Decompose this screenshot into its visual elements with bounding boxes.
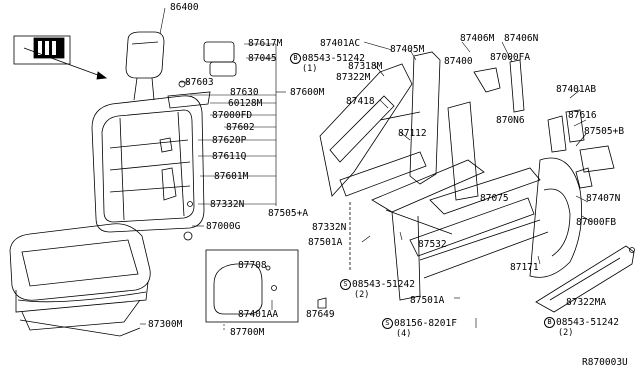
seat-back-drawing [91, 95, 205, 233]
seat-frame-drawing [319, 51, 615, 301]
callout-86400: 86400 [170, 2, 199, 13]
callout-87332N-left: 87332N [210, 199, 245, 210]
screw-symbol-icon: S [382, 318, 393, 329]
callout-87603: 87603 [185, 77, 214, 88]
side-trim-drawing [535, 245, 635, 313]
callout-08543-top-num: 08543-51242 [302, 53, 365, 64]
callout-87611Q: 87611Q [212, 151, 247, 162]
callout-870N6: 870N6 [496, 115, 525, 126]
callout-87300M: 87300M [148, 319, 183, 330]
bolt-symbol-icon: B [290, 53, 301, 64]
reference-code: R870003U [582, 357, 628, 368]
qty-08543-top: (1) [302, 64, 318, 74]
callout-87400: 87400 [444, 56, 473, 67]
callout-87405M: 87405M [390, 44, 425, 55]
leader-lines [140, 7, 593, 330]
callout-87407N: 87407N [586, 193, 621, 204]
bolt-symbol-icon: B [544, 317, 555, 328]
callout-87630: 87630 [230, 87, 259, 98]
callout-87649: 87649 [306, 309, 335, 320]
vehicle-locator-icon [13, 35, 108, 80]
callout-87616: 87616 [568, 110, 597, 121]
callout-87000FA: 87000FA [490, 52, 531, 63]
callout-87617M: 87617M [248, 38, 283, 49]
callout-60128M: 60128M [228, 98, 263, 109]
headrest-drawing [125, 31, 165, 101]
callout-87600M: 87600M [290, 87, 325, 98]
callout-87401AB: 87401AB [556, 84, 597, 95]
back-frame-hardware [159, 41, 237, 241]
qty-08543-right: (2) [558, 328, 574, 338]
callout-87418: 87418 [346, 96, 375, 107]
callout-87000G: 87000G [206, 221, 241, 232]
callout-87322MA: 87322MA [566, 297, 607, 308]
callout-87700M: 87700M [230, 327, 265, 338]
callout-87318M: 87318M [348, 61, 383, 72]
callout-87532: 87532 [418, 239, 447, 250]
callout-87045: 87045 [248, 53, 277, 64]
callout-87601M: 87601M [214, 171, 249, 182]
callout-87112: 87112 [398, 128, 427, 139]
callout-87322M: 87322M [336, 72, 371, 83]
callout-87401AA: 87401AA [238, 309, 279, 320]
callout-87620P: 87620P [212, 135, 247, 146]
callout-87501A-mid: 87501A [308, 237, 343, 248]
callout-87505B: 87505+B [584, 126, 625, 137]
callout-87000FD: 87000FD [212, 110, 253, 121]
callout-08156-num: 08156-8201F [394, 318, 457, 329]
callout-87075: 87075 [480, 193, 509, 204]
callout-08543-mid-num: 08543-51242 [352, 279, 415, 290]
callout-87505A: 87505+A [268, 208, 309, 219]
callout-87708: 87708 [238, 260, 267, 271]
callout-08543-right-num: 08543-51242 [556, 317, 619, 328]
screw-symbol-icon: S [340, 279, 351, 290]
callout-87406N: 87406N [504, 33, 539, 44]
armrest-drawing [205, 249, 327, 323]
qty-08543-mid: (2) [354, 290, 370, 300]
callout-87401AC: 87401AC [320, 38, 361, 49]
seat-cushion-drawing [9, 223, 151, 337]
callout-87501A-low: 87501A [410, 295, 445, 306]
callout-87171: 87171 [510, 262, 539, 273]
qty-08156: (4) [396, 329, 412, 339]
callout-87000FB: 87000FB [576, 217, 617, 228]
callout-87332N-mid: 87332N [312, 222, 347, 233]
callout-87602: 87602 [226, 122, 255, 133]
callout-87406M: 87406M [460, 33, 495, 44]
